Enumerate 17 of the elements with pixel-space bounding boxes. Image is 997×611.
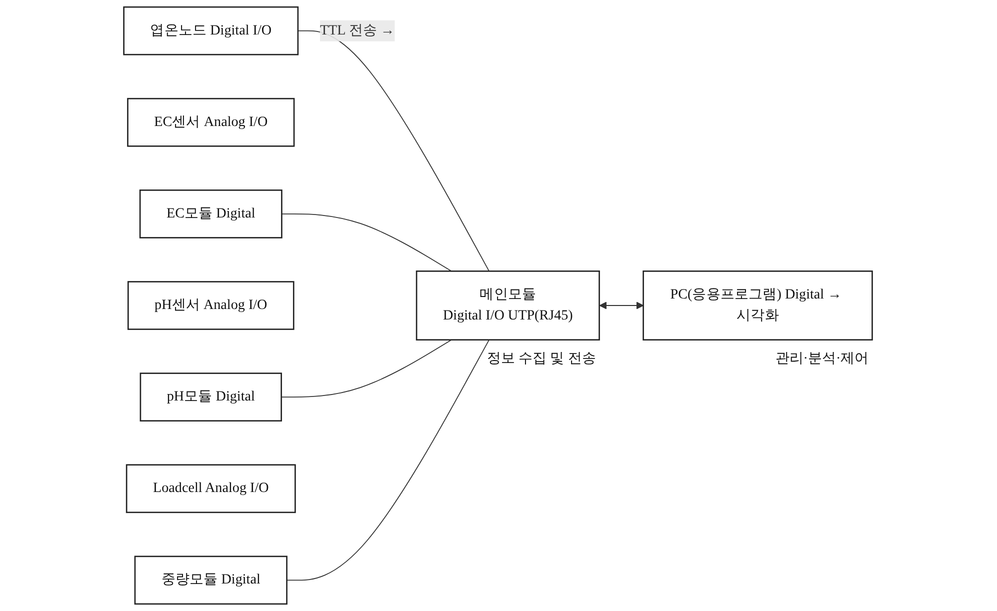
edge-label: TTL 전송 → xyxy=(320,22,396,38)
node-caption: 정보 수집 및 전송 xyxy=(488,350,596,367)
node-box: 중량모듈 Digital xyxy=(134,556,288,605)
node-box: EC모듈 Digital xyxy=(140,190,283,238)
node-box: EC센서 Analog I/O xyxy=(128,98,296,147)
connector xyxy=(298,30,490,272)
arrow xyxy=(600,302,644,310)
node-box: PC(응용프로그램) Digital → 시각화 xyxy=(643,270,874,340)
node-box: 메인모듈 Digital I/O UTP(RJ45) xyxy=(416,270,600,340)
node-caption: 관리·분석·제어 xyxy=(776,350,870,367)
node-box: Loadcell Analog I/O xyxy=(126,464,296,514)
connector xyxy=(282,214,452,272)
connector xyxy=(281,339,452,398)
node-box: pH센서 Analog I/O xyxy=(128,281,295,330)
connector xyxy=(286,339,490,581)
node-box: 엽온노드 Digital I/O xyxy=(124,6,300,56)
node-box: pH모듈 Digital xyxy=(140,372,282,422)
